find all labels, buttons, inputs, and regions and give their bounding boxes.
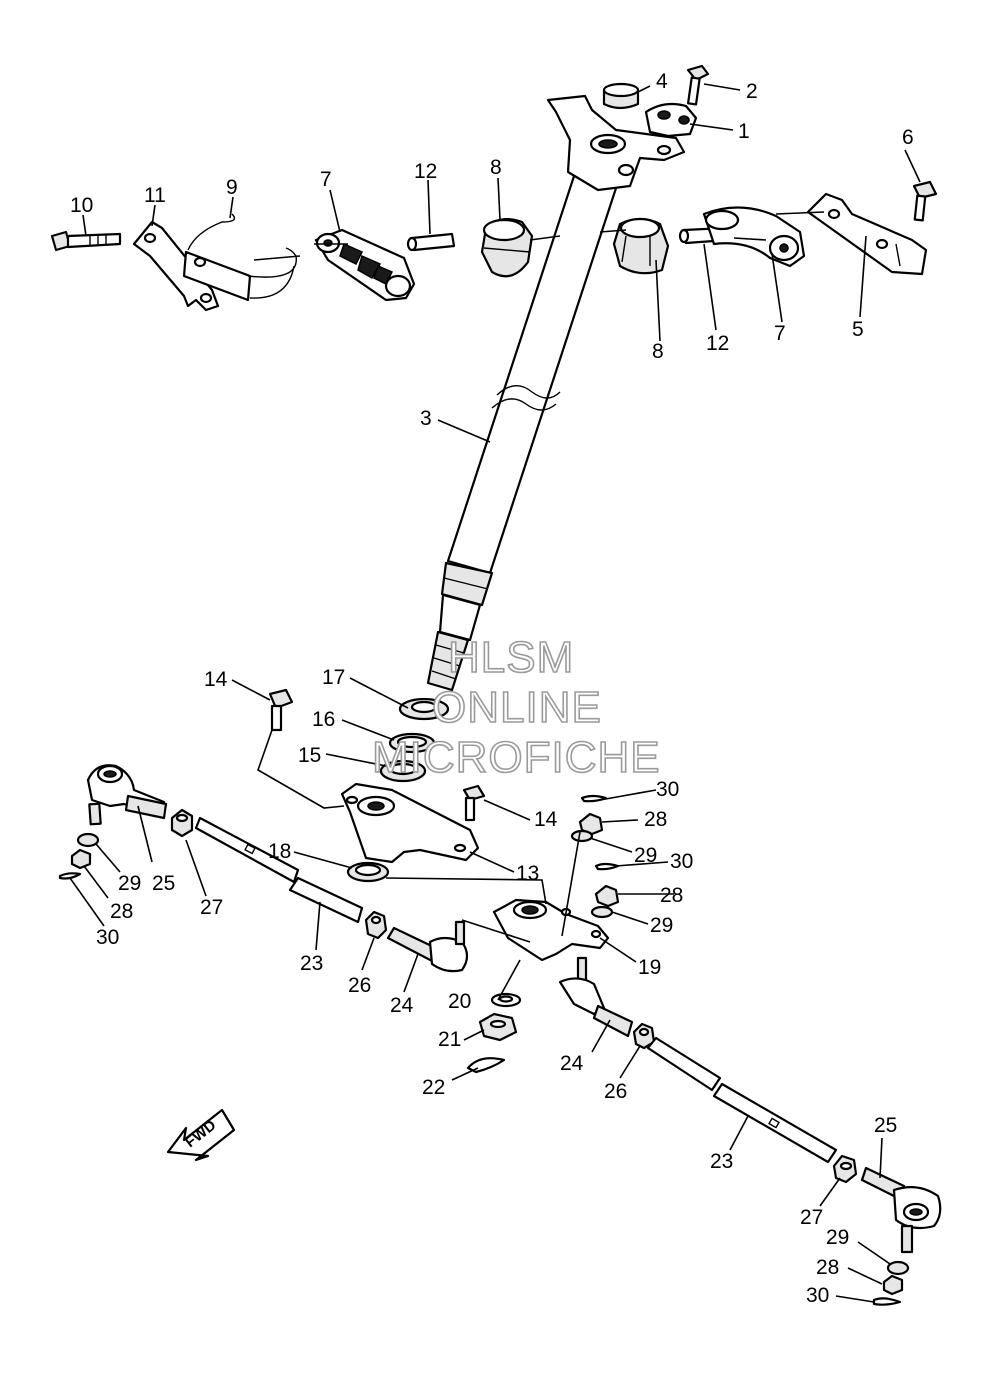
tie-rod-23-right-lower xyxy=(712,1082,838,1164)
callout-1: 1 xyxy=(738,120,750,143)
watermark: HLSM ONLINE MICROFICHE xyxy=(371,632,661,783)
nut-21 xyxy=(478,1012,518,1042)
callout-4: 4 xyxy=(656,70,668,93)
clamp-7-left xyxy=(314,228,416,302)
callout-labels: 1 2 3 4 5 6 7 7 8 8 9 10 11 12 12 13 14 … xyxy=(70,70,914,1307)
callout-26-right: 26 xyxy=(604,1080,627,1103)
callout-3: 3 xyxy=(420,407,432,430)
left-hardware xyxy=(58,832,100,880)
callout-30-a: 30 xyxy=(96,926,119,949)
collar-17 xyxy=(398,697,450,721)
bushing-8-right xyxy=(612,217,670,275)
callout-5: 5 xyxy=(852,318,864,341)
tie-rod-end-25-right xyxy=(860,1166,942,1254)
seal-16 xyxy=(388,732,436,754)
callout-19: 19 xyxy=(638,956,661,979)
callout-20: 20 xyxy=(448,990,471,1013)
callout-10: 10 xyxy=(70,194,93,217)
callout-24-right: 24 xyxy=(560,1052,584,1075)
plate-5 xyxy=(806,192,928,276)
bolt-6 xyxy=(912,180,938,222)
bracket-11 xyxy=(132,220,220,312)
callout-12-right: 12 xyxy=(706,332,729,355)
callout-18: 18 xyxy=(268,840,291,863)
callout-17: 17 xyxy=(322,666,345,689)
nut-27-left xyxy=(170,808,194,838)
washer-20 xyxy=(490,992,522,1008)
watermark-line-2: ONLINE xyxy=(432,683,602,732)
callout-28-d: 28 xyxy=(816,1256,839,1279)
seal-18 xyxy=(346,861,390,883)
bolt-14-left xyxy=(268,688,294,732)
callout-30-d: 30 xyxy=(806,1284,829,1307)
callout-23-left: 23 xyxy=(300,952,323,975)
callout-7-left: 7 xyxy=(320,168,332,191)
callout-26-left: 26 xyxy=(348,974,371,997)
nut-26-right xyxy=(632,1022,656,1050)
callout-14-right: 14 xyxy=(534,808,558,831)
callout-12-left: 12 xyxy=(414,160,437,183)
clamp-7-right xyxy=(702,206,806,268)
callout-27-left: 27 xyxy=(200,896,223,919)
callout-2: 2 xyxy=(746,80,758,103)
callout-14-left: 14 xyxy=(204,668,228,691)
tie-rod-23-right-upper xyxy=(646,1036,722,1092)
bearing-housing-13 xyxy=(340,782,480,864)
tie-rod-23-left-upper xyxy=(194,816,300,884)
nut-26-left xyxy=(364,910,388,940)
pin-12-left xyxy=(406,232,456,252)
tie-rod-end-25-left xyxy=(86,764,168,826)
bolt-14-right xyxy=(462,784,486,822)
callout-28-c: 28 xyxy=(660,884,683,907)
callout-28-a: 28 xyxy=(110,900,133,923)
tie-rod-end-24-right xyxy=(558,956,634,1038)
callout-23-right: 23 xyxy=(710,1150,733,1173)
callout-25-left: 25 xyxy=(152,872,175,895)
nut-27-right xyxy=(832,1154,858,1184)
callout-9: 9 xyxy=(226,176,238,199)
tie-rod-23-left-lower xyxy=(288,876,364,924)
callout-29-d: 29 xyxy=(826,1226,849,1249)
callout-24-left: 24 xyxy=(390,994,414,1017)
bushing-8-left xyxy=(480,217,534,278)
tie-rod-end-24-left xyxy=(386,920,469,973)
right-hardware xyxy=(872,1260,910,1306)
callout-27-right: 27 xyxy=(800,1206,823,1229)
callout-7-right: 7 xyxy=(774,322,786,345)
callout-22: 22 xyxy=(422,1076,445,1099)
leader-lines xyxy=(69,83,921,1303)
watermark-line-3: MICROFICHE xyxy=(372,733,661,782)
callout-28-b: 28 xyxy=(644,808,667,831)
callout-8-left: 8 xyxy=(490,156,502,179)
callout-29-a: 29 xyxy=(118,872,141,895)
upper-column-bracket xyxy=(546,94,686,192)
callout-6: 6 xyxy=(902,126,914,149)
center-hardware xyxy=(570,794,620,919)
bolt-10 xyxy=(50,230,122,252)
callout-11: 11 xyxy=(144,184,166,207)
pitman-arm-19 xyxy=(492,898,610,962)
bolt-2 xyxy=(686,64,710,106)
callout-8-right: 8 xyxy=(652,340,664,363)
callout-29-b: 29 xyxy=(634,844,657,867)
callout-30-c: 30 xyxy=(670,850,693,873)
callout-29-c: 29 xyxy=(650,914,673,937)
callout-16: 16 xyxy=(312,708,335,731)
cap-4 xyxy=(602,82,640,110)
watermark-line-1: HLSM xyxy=(448,633,574,682)
callout-30-b: 30 xyxy=(656,778,679,801)
callout-15: 15 xyxy=(298,744,321,767)
fwd-direction-badge: FWD xyxy=(166,1108,236,1162)
holder-1 xyxy=(644,102,698,138)
bearing-15 xyxy=(379,759,427,783)
callout-25-right: 25 xyxy=(874,1114,897,1137)
callout-13: 13 xyxy=(516,862,539,885)
callout-21: 21 xyxy=(438,1028,461,1051)
